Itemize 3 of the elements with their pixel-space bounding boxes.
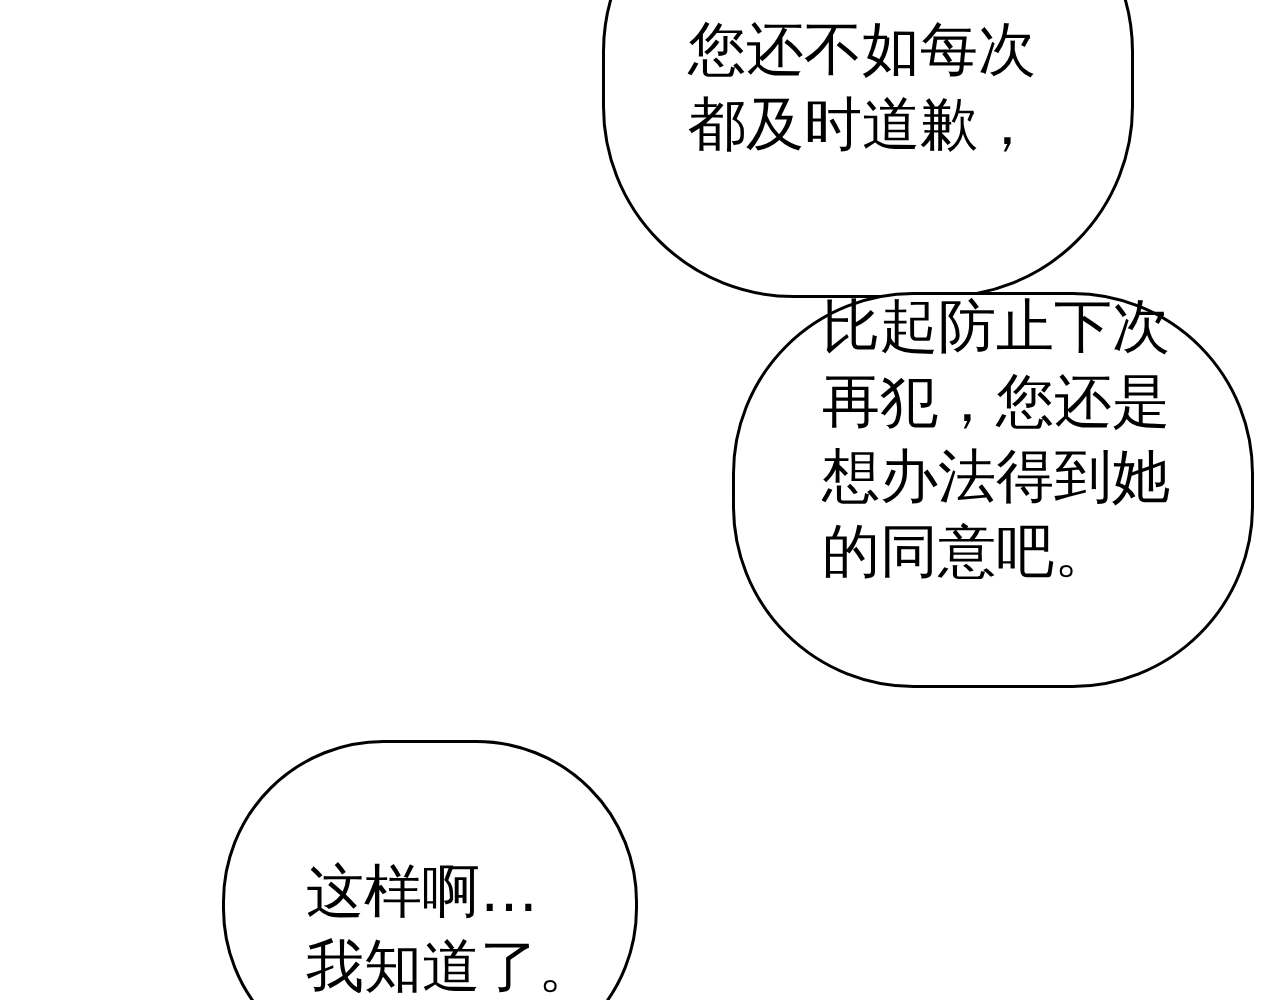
dialogue-text: 这样啊…我知道了。 [306,856,597,1000]
dialogue-text: 您还不如每次都及时道歉， [688,14,1037,160]
dialogue-text: 比起防止下次再犯，您还是想办法得到她的同意吧。 [822,291,1171,587]
